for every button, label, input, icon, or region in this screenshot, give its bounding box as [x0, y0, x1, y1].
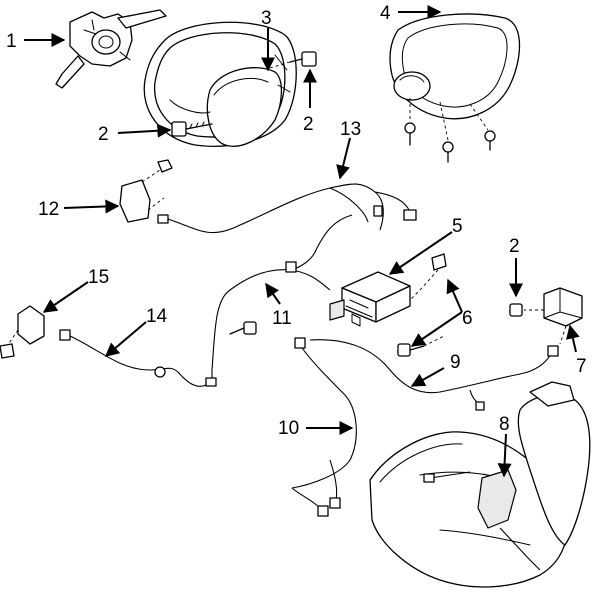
airbag-control-unit: [329, 271, 411, 327]
callout-10: 10: [278, 418, 299, 439]
harness-10: [291, 337, 357, 517]
connector-bracket: [119, 159, 173, 223]
harness-14: [59, 329, 207, 387]
seat: [369, 381, 591, 588]
callout-1: 1: [6, 31, 17, 52]
callout-2: 2: [98, 124, 109, 145]
harness-13: [157, 183, 417, 234]
callout-9: 9: [450, 352, 461, 373]
callout-13: 13: [340, 119, 361, 140]
callout-4: 4: [380, 3, 391, 24]
callout-12: 12: [38, 199, 59, 220]
callout-2: 2: [509, 236, 520, 257]
callout-15: 15: [88, 267, 109, 288]
callout-7: 7: [576, 356, 587, 377]
ground-bolt: [229, 321, 257, 335]
harness-9: [309, 339, 559, 411]
callout-8: 8: [499, 414, 510, 435]
callout-3: 3: [261, 8, 272, 29]
sensor-connector: [409, 253, 447, 301]
steering-wheel: [143, 21, 297, 147]
combination-switch: [55, 9, 167, 89]
steering-bolt-left: [171, 121, 213, 137]
callout-2: 2: [303, 114, 314, 135]
airbag-module: [389, 13, 521, 163]
callout-labels: 1 2 3 2 4 13 12 5 2 15 14 11 6 7 9 10 8: [6, 3, 587, 439]
side-impact-sensor: [509, 287, 583, 345]
callout-arrows: [24, 5, 580, 478]
side-connector: [0, 305, 45, 359]
callout-5: 5: [452, 216, 463, 237]
callout-6: 6: [462, 308, 473, 329]
callout-11: 11: [272, 308, 292, 329]
harness-11: [205, 214, 353, 387]
callout-14: 14: [146, 306, 168, 327]
steering-bolt-right: [269, 51, 317, 69]
